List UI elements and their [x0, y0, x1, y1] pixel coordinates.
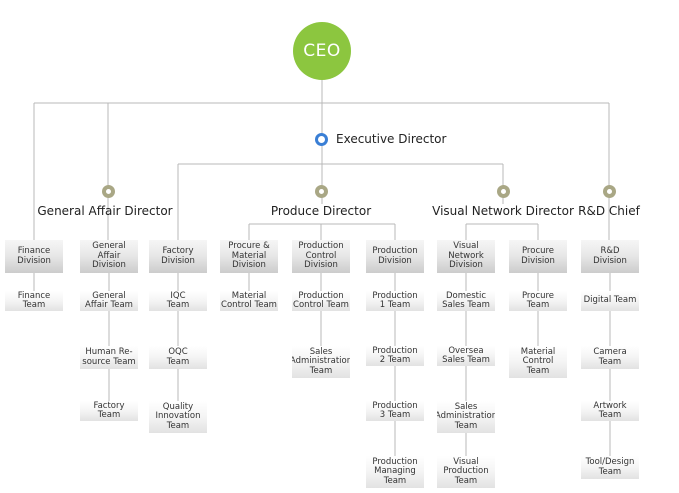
- visual-director-node-icon: [497, 185, 510, 198]
- division-box: General Affair Division: [80, 240, 138, 273]
- team-box: Digital Team: [581, 291, 639, 311]
- general-director-label: General Affair Director: [37, 204, 173, 218]
- team-box: IQC Team: [149, 291, 207, 311]
- team-box: Quality Innovation Team: [149, 401, 207, 433]
- team-box: Production 3 Team: [366, 401, 424, 421]
- team-box: General Affair Team: [80, 291, 138, 311]
- ceo-label: CEO: [303, 41, 341, 61]
- executive-node-icon: [315, 133, 328, 146]
- team-box: Production 2 Team: [366, 346, 424, 366]
- team-box: Production 1 Team: [366, 291, 424, 311]
- team-box: Sales Administration Team: [292, 346, 350, 378]
- team-box: Domestic Sales Team: [437, 291, 495, 311]
- division-box: Factory Division: [149, 240, 207, 273]
- team-box: Finance Team: [5, 291, 63, 311]
- team-box: Visual Production Team: [437, 456, 495, 488]
- division-box: Production Control Division: [292, 240, 350, 273]
- division-box: R&D Division: [581, 240, 639, 273]
- division-box: Procure & Material Division: [220, 240, 278, 273]
- rnd-chief-label: R&D Chief: [578, 204, 640, 218]
- team-box: Production Control Team: [292, 291, 350, 311]
- produce-director-node-icon: [315, 185, 328, 198]
- team-box: Tool/Design Team: [581, 456, 639, 479]
- division-box: Finance Division: [5, 240, 63, 273]
- team-box: OQC Team: [149, 346, 207, 369]
- executive-director-label: Executive Director: [336, 132, 447, 146]
- general-director-node-icon: [102, 185, 115, 198]
- visual-director-label: Visual Network Director: [432, 204, 574, 218]
- team-box: Human Re- source Team: [80, 346, 138, 369]
- ceo-node: CEO: [293, 22, 351, 80]
- team-box: Oversea Sales Team: [437, 346, 495, 366]
- team-box: Factory Team: [80, 401, 138, 421]
- team-box: Material Control Team: [509, 346, 567, 378]
- rnd-chief-node-icon: [603, 185, 616, 198]
- produce-director-label: Produce Director: [270, 204, 372, 218]
- team-box: Sales Administration Team: [437, 401, 495, 433]
- division-box: Procure Division: [509, 240, 567, 273]
- team-box: Procure Team: [509, 291, 567, 311]
- division-box: Visual Network Division: [437, 240, 495, 273]
- team-box: Camera Team: [581, 346, 639, 369]
- team-box: Artwork Team: [581, 401, 639, 421]
- team-box: Production Managing Team: [366, 456, 424, 488]
- team-box: Material Control Team: [220, 291, 278, 311]
- division-box: Production Division: [366, 240, 424, 273]
